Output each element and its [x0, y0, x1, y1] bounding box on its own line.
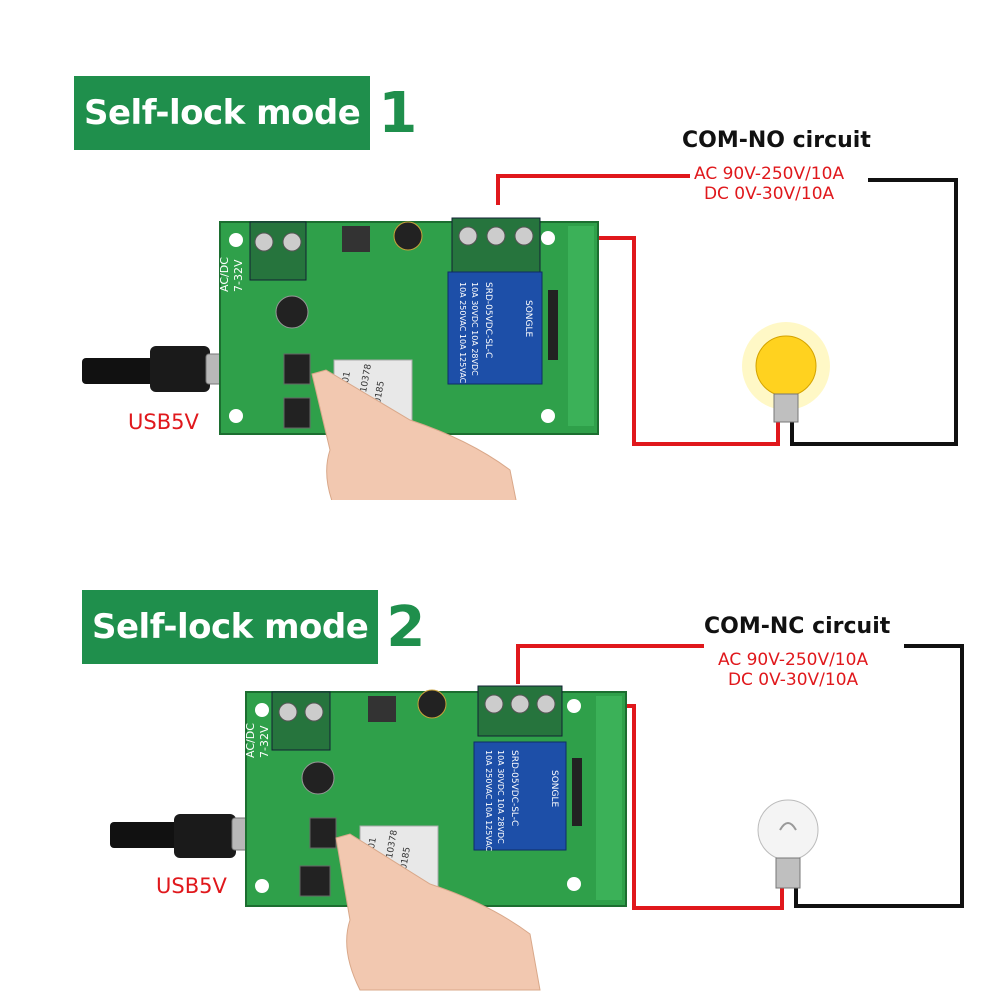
- relay-model-2: SRD-05VDC-SL-C: [509, 750, 519, 826]
- relay-brand-2: SONGLE: [549, 770, 559, 808]
- power-range-1: 7-32V: [232, 259, 245, 292]
- mode-badge-2: Self-lock mode: [82, 590, 379, 664]
- relay-rating-2a: 10A 250VAC 10A 125VAC: [484, 750, 493, 852]
- relay-board-icon: [219, 217, 599, 435]
- relay-rating-1b: 10A 30VDC 10A 28VDC: [470, 282, 479, 376]
- power-label-2: AC/DC: [244, 723, 257, 758]
- circuit-spec-2: AC 90V-250V/10A DC 0V-30V/10A: [714, 650, 873, 690]
- circuit-title-1: COM-NO circuit: [676, 128, 877, 153]
- spec-dc-1: DC 0V-30V/10A: [703, 184, 835, 204]
- circuit-spec-1: AC 90V-250V/10A DC 0V-30V/10A: [690, 164, 849, 204]
- module-line-1c: 0185: [373, 380, 387, 404]
- relay-model-1: SRD-05VDC-SL-C: [483, 282, 493, 358]
- relay-brand-1: SONGLE: [523, 300, 533, 338]
- wiring-diagram-1: SONGLE 10A 250VAC 10A 125VAC 10A 30VDC 1…: [82, 174, 958, 500]
- wire-black-2: [794, 644, 964, 908]
- relay-rating-2b: 10A 30VDC 10A 28VDC: [496, 750, 505, 844]
- usb-cable-icon: [110, 814, 269, 858]
- spec-ac-2: AC 90V-250V/10A: [718, 650, 869, 670]
- wire-black-1: [790, 178, 958, 446]
- mode-badge-1: Self-lock mode: [74, 76, 371, 150]
- wire-red-com-2: [516, 644, 704, 684]
- usb-label-1: USB5V: [128, 410, 199, 434]
- relay-board-icon: [245, 685, 627, 907]
- power-range-2: 7-32V: [258, 725, 271, 758]
- circuit-title-2: COM-NC circuit: [698, 614, 897, 639]
- spec-dc-2: DC 0V-30V/10A: [727, 670, 859, 690]
- mode-number-1: 1: [378, 80, 418, 146]
- wire-red-no-1: [548, 236, 780, 446]
- panel-self-lock-mode-1: Self-lock mode 1: [74, 76, 958, 500]
- relay-rating-1a: 10A 250VAC 10A 125VAC: [458, 282, 467, 384]
- panel-self-lock-mode-2: Self-lock mode 2: [0, 500, 1000, 1000]
- finger-icon: [335, 833, 541, 991]
- usb-cable-icon: [82, 346, 243, 392]
- module-line-2c: 0185: [399, 846, 413, 870]
- wiring-diagram-2: SONGLE 10A 250VAC 10A 125VAC 10A 30VDC 1…: [110, 644, 964, 991]
- mode-title-2: Self-lock mode 2: [82, 590, 425, 664]
- usb-label-2: USB5V: [156, 874, 227, 898]
- wire-red-com-1: [496, 174, 690, 205]
- spec-ac-1: AC 90V-250V/10A: [694, 164, 845, 184]
- mode-number-2: 2: [386, 594, 426, 660]
- finger-icon: [311, 369, 517, 500]
- power-label-1: AC/DC: [218, 257, 231, 292]
- light-bulb-icon: [742, 322, 830, 423]
- light-bulb-icon: [757, 799, 819, 889]
- mode-title-1: Self-lock mode 1: [74, 76, 417, 150]
